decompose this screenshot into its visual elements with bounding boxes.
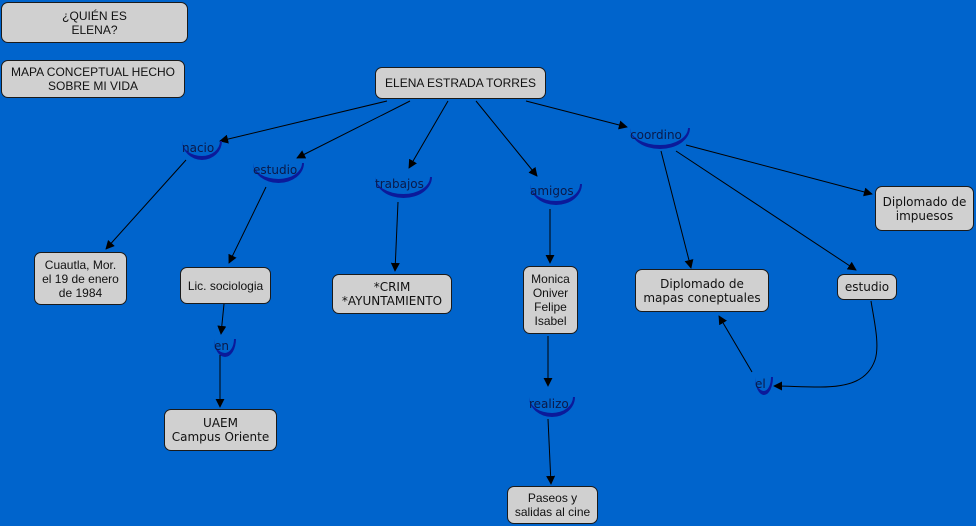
edge-el-diplmaps <box>718 315 753 373</box>
link-label-en[interactable]: en <box>214 339 236 357</box>
link-label-amigos[interactable]: amigos <box>530 184 582 205</box>
concept-estudio[interactable]: estudio <box>837 274 897 300</box>
concept-diplomado-impuestos[interactable]: Diplomado de impuesos <box>875 186 974 231</box>
edge-nacio-birth <box>105 159 187 250</box>
link-label-realizo[interactable]: realizo <box>529 397 575 417</box>
concept-friends[interactable]: Monica Oniver Felipe Isabel <box>523 266 578 334</box>
edge-root-amigos <box>475 100 538 177</box>
link-label-estudio[interactable]: estudio <box>253 163 304 183</box>
link-text: coordino <box>630 128 682 142</box>
concept-root[interactable]: ELENA ESTRADA TORRES <box>375 67 546 99</box>
concept-jobs[interactable]: *CRIM *AYUNTAMIENTO <box>332 274 452 314</box>
link-text: amigos <box>530 184 574 198</box>
concept-diplomado-mapas[interactable]: Diplomado de mapas coneptuales <box>635 269 769 312</box>
edge-study2-el <box>773 300 878 391</box>
link-text: estudio <box>253 163 298 177</box>
link-label-el[interactable]: el <box>755 377 773 395</box>
concept-outings[interactable]: Paseos y salidas al cine <box>507 486 598 524</box>
edge-root-nacio <box>219 100 388 144</box>
link-label-coordino[interactable]: coordino <box>630 128 690 149</box>
edge-degree-en <box>217 303 227 335</box>
link-text: nacio <box>182 141 215 155</box>
link-label-nacio[interactable]: nacio <box>182 141 222 160</box>
concept-degree[interactable]: Lic. sociologia <box>180 267 271 304</box>
edge-coordino-study2 <box>675 150 857 271</box>
edge-realizo-outings <box>546 418 556 485</box>
map-title: ¿QUIÉN ES ELENA? <box>1 2 188 43</box>
link-text: en <box>214 339 229 353</box>
edge-trabajos-jobs <box>390 201 400 272</box>
map-subtitle: MAPA CONCEPTUAL HECHO SOBRE MI VIDA <box>1 60 185 98</box>
link-text: el <box>755 377 766 391</box>
edge-coordino-dipltax <box>685 144 873 197</box>
concept-university[interactable]: UAEM Campus Oriente <box>164 409 277 451</box>
concept-birthplace[interactable]: Cuautla, Mor. el 19 de enero de 1984 <box>34 252 127 305</box>
link-label-trabajos[interactable]: trabajos <box>375 177 432 198</box>
edge-coordino-diplmaps <box>660 150 694 269</box>
edge-root-estudio <box>296 100 411 159</box>
link-text: trabajos <box>375 177 424 191</box>
edge-estudio-degree <box>228 186 267 264</box>
edge-root-coordino <box>525 100 628 130</box>
edge-root-trabajos <box>408 100 449 169</box>
link-text: realizo <box>529 397 569 411</box>
